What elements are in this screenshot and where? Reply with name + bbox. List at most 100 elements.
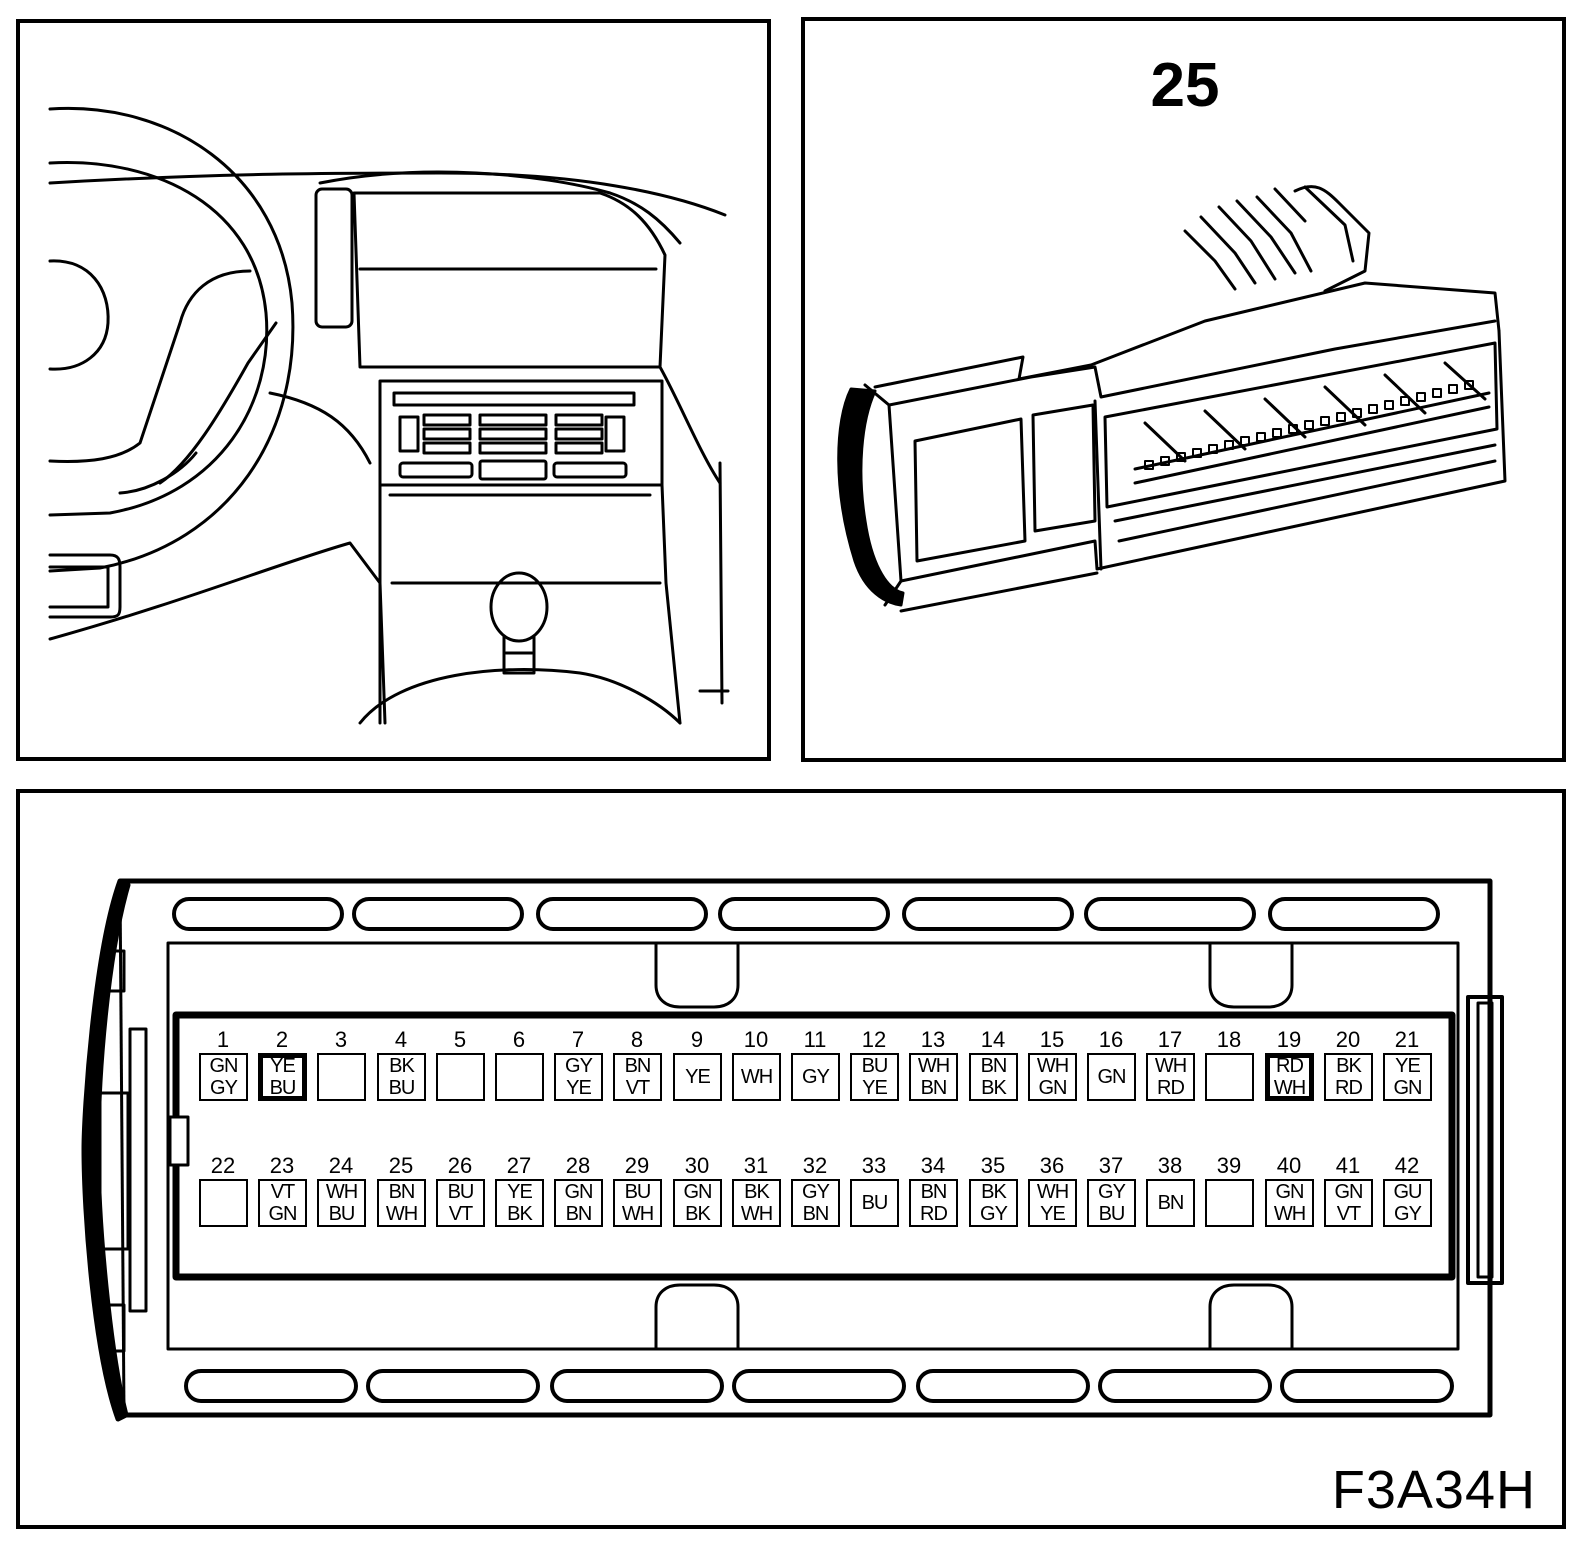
pin-number: 21 [1394, 1027, 1420, 1052]
pin-number: 13 [920, 1027, 946, 1052]
dashboard-illustration [48, 106, 730, 725]
pin-cavity [1205, 1179, 1254, 1227]
wire-color-code: YE [685, 1066, 711, 1088]
wire-color-code: WH [917, 1055, 950, 1077]
pin-number: 35 [980, 1153, 1006, 1178]
pin-number: 14 [980, 1027, 1006, 1052]
pin-number: 38 [1157, 1153, 1183, 1178]
wire-color-code: BN [980, 1055, 1008, 1077]
wire-color-code: BK [389, 1055, 415, 1077]
pin-cavity: BN [1146, 1179, 1195, 1227]
pin-number: 12 [861, 1027, 887, 1052]
pin-number: 29 [624, 1153, 650, 1178]
wire-color-code: GY [210, 1077, 238, 1099]
wire-color-code: BU [269, 1077, 297, 1099]
wire-color-code: RD [920, 1203, 948, 1225]
pin-cavity [436, 1053, 485, 1101]
pin-number: 10 [743, 1027, 769, 1052]
wire-color-code: VT [270, 1181, 296, 1203]
connector-number: 25 [1150, 51, 1220, 120]
wire-color-code: BU [624, 1181, 652, 1203]
wire-color-code: WH [1273, 1203, 1306, 1225]
wire-color-code: GY [802, 1181, 830, 1203]
pin-number: 2 [275, 1027, 289, 1052]
wire-color-code: YE [270, 1055, 296, 1077]
pin-number: 31 [743, 1153, 769, 1178]
wire-color-code: WH [325, 1181, 358, 1203]
pin-number: 37 [1098, 1153, 1124, 1178]
pin-cavity: GY [791, 1053, 840, 1101]
wire-color-code: YE [862, 1077, 888, 1099]
wire-color-code: GN [1097, 1066, 1127, 1088]
wire-color-code: BN [920, 1077, 948, 1099]
wire-color-code: BN [920, 1181, 948, 1203]
connector-view-panel: 25 [801, 17, 1566, 762]
wire-color-code: BK [507, 1203, 533, 1225]
pin-cavity [199, 1179, 248, 1227]
pin-number: 25 [388, 1153, 414, 1178]
pin-number: 36 [1039, 1153, 1065, 1178]
wire-color-code: BN [1157, 1192, 1185, 1214]
wire-color-code: BU [861, 1055, 889, 1077]
wire-color-code: GY [802, 1066, 830, 1088]
pin-cavity [1205, 1053, 1254, 1101]
wire-color-code: GY [565, 1055, 593, 1077]
pin-number: 5 [453, 1027, 467, 1052]
wire-color-code: BK [981, 1181, 1007, 1203]
wire-color-code: WH [740, 1203, 773, 1225]
wire-color-code: GN [683, 1181, 713, 1203]
wire-color-code: GN [564, 1181, 594, 1203]
wire-color-code: GY [1394, 1203, 1422, 1225]
wire-color-code: WH [1036, 1181, 1069, 1203]
pin-number: 28 [565, 1153, 591, 1178]
wire-color-code: BU [447, 1181, 475, 1203]
wire-color-code: YE [1395, 1055, 1421, 1077]
pin-cavity: GN [1087, 1053, 1136, 1101]
wire-color-code: GN [1275, 1181, 1305, 1203]
pin-number: 15 [1039, 1027, 1065, 1052]
pin-number: 24 [328, 1153, 354, 1178]
pin-number: 30 [684, 1153, 710, 1178]
wire-color-code: BU [861, 1192, 889, 1214]
pin-number: 4 [394, 1027, 408, 1052]
wire-color-code: BN [624, 1055, 652, 1077]
wire-color-code: BK [981, 1077, 1007, 1099]
pin-number: 32 [802, 1153, 828, 1178]
wire-color-code: GN [1334, 1181, 1364, 1203]
wire-color-code: RD [1157, 1077, 1185, 1099]
pin-number: 23 [269, 1153, 295, 1178]
pin-number: 7 [571, 1027, 585, 1052]
pin-number: 34 [920, 1153, 946, 1178]
pin-number: 22 [210, 1153, 236, 1178]
wire-color-code: WH [1036, 1055, 1069, 1077]
pin-cavity [317, 1053, 366, 1101]
pin-number: 39 [1216, 1153, 1242, 1178]
wire-color-code: GY [1098, 1181, 1126, 1203]
pin-number: 27 [506, 1153, 532, 1178]
pin-number: 9 [690, 1027, 704, 1052]
pin-number: 18 [1216, 1027, 1242, 1052]
figure-code: F3A34H [1331, 1460, 1536, 1520]
wire-color-code: WH [740, 1066, 773, 1088]
